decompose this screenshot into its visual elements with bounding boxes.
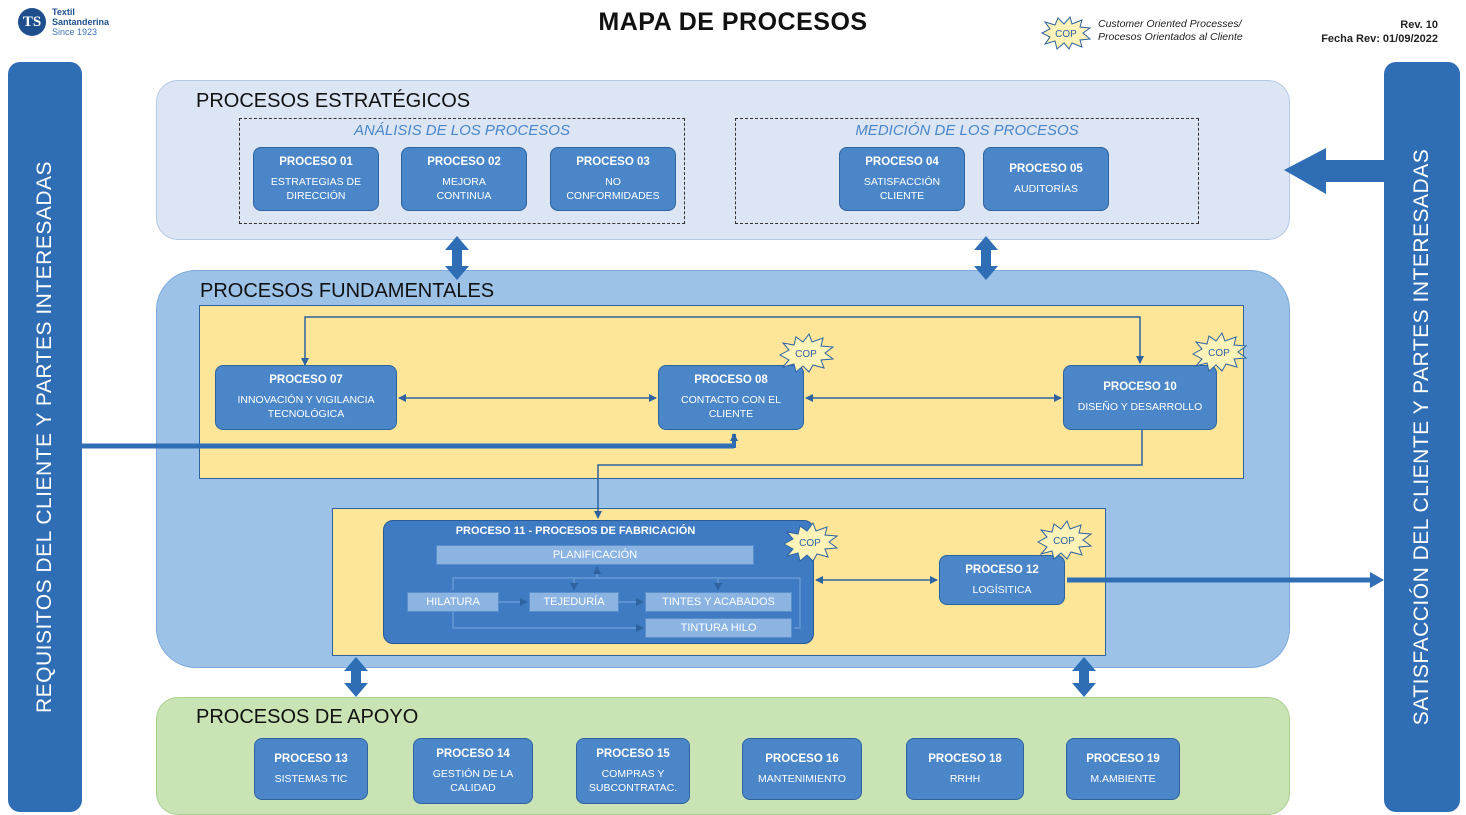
- process-01-box[interactable]: PROCESO 01 ESTRATEGIAS DE DIRECCIÓN: [253, 147, 379, 211]
- process-10-name: DISEÑO Y DESARROLLO: [1077, 401, 1203, 413]
- process-05-name: AUDITORÍAS: [1014, 182, 1078, 195]
- double-arrow-core-support-left: [344, 657, 368, 697]
- output-arrowhead: [1370, 572, 1384, 588]
- cop-star-process-10: COP: [1191, 331, 1248, 372]
- cop-legend-line2: Procesos Orientados al Cliente: [1098, 31, 1243, 43]
- process-07-box[interactable]: PROCESO 07 INNOVACIÓN Y VIGILANCIA TECNO…: [215, 365, 397, 430]
- process-15-box[interactable]: PROCESO 15 COMPRAS Y SUBCONTRATAC.: [576, 738, 690, 804]
- process-02-name: MEJORA CONTINUA: [436, 175, 492, 202]
- company-name-line2: Santanderina: [52, 17, 110, 27]
- process-14-number: PROCESO 14: [436, 747, 510, 760]
- process-19-box[interactable]: PROCESO 19 M.AMBIENTE: [1066, 738, 1180, 800]
- process-07-name: INNOVACIÓN Y VIGILANCIA TECNOLÓGICA: [237, 394, 375, 420]
- process-12-number: PROCESO 12: [965, 563, 1039, 576]
- process-08-box[interactable]: PROCESO 08 CONTACTO CON EL CLIENTE: [658, 365, 804, 430]
- process-11-title: PROCESO 11 - PROCESOS DE FABRICACIÓN: [455, 525, 696, 537]
- process-01-name: ESTRATEGIAS DE DIRECCIÓN: [270, 175, 362, 202]
- process-04-number: PROCESO 04: [865, 155, 939, 168]
- revision-info: Rev. 10 Fecha Rev: 01/09/2022: [1300, 18, 1438, 46]
- cop-legend-text: Customer Oriented Processes/ Procesos Or…: [1098, 18, 1243, 44]
- cop-label-p10: COP: [1208, 348, 1230, 359]
- cop-legend-line1: Customer Oriented Processes/: [1098, 18, 1242, 30]
- process-08-name: CONTACTO CON EL CLIENTE: [681, 394, 781, 420]
- cop-star-process-08: COP: [778, 332, 835, 373]
- process-14-box[interactable]: PROCESO 14 GESTIÓN DE LA CALIDAD: [413, 738, 533, 804]
- company-name: Textil Santanderina Since 1923: [52, 7, 109, 37]
- process-18-name: RRHH: [949, 772, 981, 785]
- cop-label-p11: COP: [799, 538, 821, 549]
- process-13-box[interactable]: PROCESO 13 SISTEMAS TIC: [254, 738, 368, 800]
- page-title: MAPA DE PROCESOS: [598, 8, 868, 36]
- process-12-box[interactable]: PROCESO 12 LOGÍSITICA: [939, 555, 1065, 605]
- process-14-name: GESTIÓN DE LA CALIDAD: [432, 767, 514, 794]
- cop-label-p12: COP: [1053, 536, 1075, 547]
- process-03-box[interactable]: PROCESO 03 NO CONFORMIDADES: [550, 147, 676, 211]
- design-to-manufacturing: [594, 430, 1143, 519]
- customer-satisfaction-bar: SATISFACCIÓN DEL CLIENTE Y PARTES INTERE…: [1384, 62, 1460, 812]
- cop-legend-label: COP: [1055, 29, 1077, 40]
- process-16-box[interactable]: PROCESO 16 MANTENIMIENTO: [742, 738, 862, 800]
- weaving-step[interactable]: TEJEDURÍA: [529, 592, 619, 612]
- cop-label-p08: COP: [795, 349, 817, 360]
- spinning-step[interactable]: HILATURA: [407, 592, 499, 612]
- process-measurement-title: MEDICIÓN DE LOS PROCESOS: [855, 122, 1079, 139]
- process-measurement-group: MEDICIÓN DE LOS PROCESOS: [735, 118, 1199, 224]
- dyeing-finishing-step[interactable]: TINTES Y ACABADOS: [645, 592, 792, 612]
- process-analysis-title: ANÁLISIS DE LOS PROCESOS: [354, 122, 570, 139]
- process-16-number: PROCESO 16: [765, 752, 839, 765]
- revision-number: Rev. 10: [1400, 19, 1438, 31]
- company-logo: TS: [18, 8, 46, 36]
- process-10-number: PROCESO 10: [1103, 381, 1177, 393]
- process-analysis-group: ANÁLISIS DE LOS PROCESOS: [239, 118, 685, 224]
- yarn-dyeing-step[interactable]: TINTURA HILO: [645, 618, 792, 638]
- cop-star-process-11: COP: [782, 521, 839, 562]
- cop-star-process-12: COP: [1036, 519, 1093, 560]
- process-16-name: MANTENIMIENTO: [758, 772, 846, 785]
- manufacturing-internal-links: [452, 566, 801, 632]
- double-arrow-core-support-right: [1072, 657, 1096, 697]
- process-03-name: NO CONFORMIDADES: [566, 175, 660, 202]
- customer-requirements-bar: REQUISITOS DEL CLIENTE Y PARTES INTERESA…: [8, 62, 82, 812]
- process-05-number: PROCESO 05: [1009, 162, 1083, 175]
- double-arrow-strategic-core-right: [974, 236, 998, 280]
- feedback-arrow: [1284, 148, 1384, 194]
- process-11-box[interactable]: PROCESO 11 - PROCESOS DE FABRICACIÓN: [383, 520, 814, 644]
- process-01-number: PROCESO 01: [279, 155, 353, 168]
- company-since: Since 1923: [52, 27, 98, 37]
- process-19-number: PROCESO 19: [1086, 752, 1160, 765]
- process-04-box[interactable]: PROCESO 04 SATISFACCIÓN CLIENTE: [839, 147, 965, 211]
- strategic-processes-title: PROCESOS ESTRATÉGICOS: [196, 90, 471, 112]
- process-07-number: PROCESO 07: [269, 374, 343, 386]
- process-10-box[interactable]: PROCESO 10 DISEÑO Y DESARROLLO: [1063, 365, 1217, 430]
- process-18-number: PROCESO 18: [928, 752, 1002, 765]
- company-name-line1: Textil: [52, 7, 75, 17]
- support-processes-title: PROCESOS DE APOYO: [196, 706, 419, 728]
- process-02-box[interactable]: PROCESO 02 MEJORA CONTINUA: [401, 147, 527, 211]
- process-05-box[interactable]: PROCESO 05 AUDITORÍAS: [983, 147, 1109, 211]
- process-15-name: COMPRAS Y SUBCONTRATAC.: [588, 767, 678, 794]
- process-12-name: LOGÍSITICA: [972, 583, 1032, 596]
- process-02-number: PROCESO 02: [427, 155, 501, 168]
- process-19-name: M.AMBIENTE: [1090, 772, 1156, 785]
- process-13-number: PROCESO 13: [274, 752, 348, 765]
- process-13-name: SISTEMAS TIC: [274, 772, 348, 785]
- process-15-number: PROCESO 15: [596, 747, 670, 760]
- logo-monogram: TS: [22, 13, 42, 30]
- process-04-name: SATISFACCIÓN CLIENTE: [863, 175, 941, 202]
- cop-legend-icon: COP: [1040, 16, 1092, 50]
- double-arrow-strategic-core-left: [445, 236, 469, 280]
- process-03-number: PROCESO 03: [576, 155, 650, 168]
- process-08-number: PROCESO 08: [694, 374, 768, 386]
- core-processes-title: PROCESOS FUNDAMENTALES: [200, 280, 495, 302]
- revision-date: Fecha Rev: 01/09/2022: [1321, 33, 1438, 45]
- planning-step[interactable]: PLANIFICACIÓN: [436, 545, 754, 565]
- process-18-box[interactable]: PROCESO 18 RRHH: [906, 738, 1024, 800]
- innovation-design-loop: [301, 316, 1144, 366]
